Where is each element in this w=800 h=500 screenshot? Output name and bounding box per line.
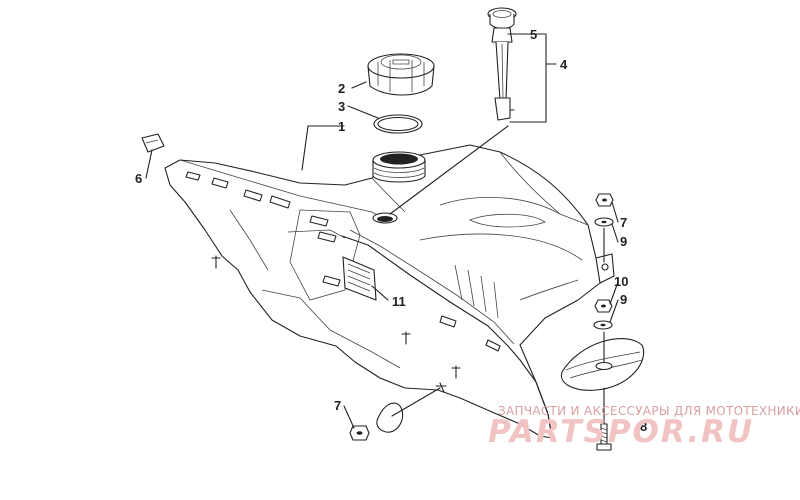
callout-labels: 2 3 1 5 4 6 7 9 10 9 11 7 8 [135, 27, 647, 434]
callout-3: 3 [338, 99, 345, 114]
callout-5: 5 [530, 27, 537, 42]
leader-lines [145, 33, 619, 429]
callout-7-lower: 7 [334, 398, 341, 413]
fuel-sender [487, 7, 517, 121]
watermark-brand: PARTSPOR.RU [488, 414, 755, 450]
callout-7-upper: 7 [620, 215, 627, 230]
callout-10: 10 [614, 274, 628, 289]
callout-9-upper: 9 [620, 234, 627, 249]
gas-cap [367, 53, 435, 96]
fuel-tank [164, 144, 615, 439]
watermark-tagline: ЗАПЧАСТИ И АКСЕССУАРЫ ДЛЯ МОТОТЕХНИКИ [498, 404, 800, 418]
bracket [141, 133, 165, 153]
callout-4: 4 [560, 57, 568, 72]
callout-1: 1 [338, 119, 345, 134]
callout-2: 2 [338, 81, 345, 96]
warning-label [342, 256, 377, 301]
callout-8: 8 [640, 419, 647, 434]
callout-6: 6 [135, 171, 142, 186]
callout-11: 11 [392, 294, 406, 309]
gasket-ring [373, 114, 423, 134]
callout-9-lower: 9 [620, 292, 627, 307]
